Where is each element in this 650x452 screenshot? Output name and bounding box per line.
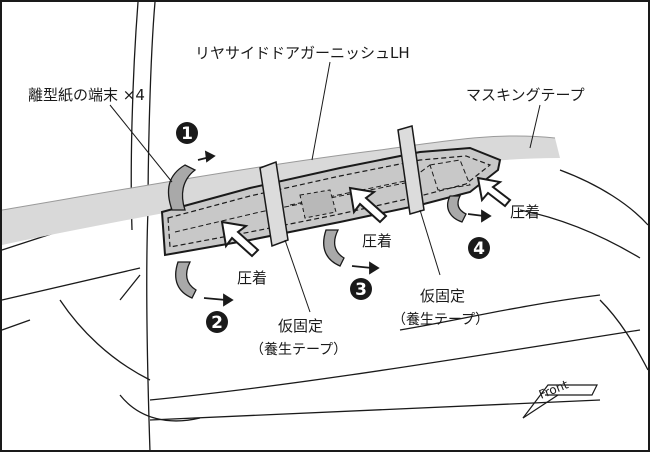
leader-masking-tape — [529, 104, 541, 149]
tab-lower-left — [175, 261, 197, 299]
sill-line — [149, 399, 601, 421]
front-arrow-outline — [522, 384, 598, 419]
body-crease — [399, 294, 601, 331]
window-corner — [119, 274, 141, 301]
press-arrow-middle — [348, 186, 388, 224]
step-badges: 1 2 3 4 — [176, 122, 490, 333]
label-press-3: 圧着 — [510, 203, 540, 221]
label-release-paper-ends: 離型紙の端末 ×4 — [28, 86, 145, 104]
label-temp-fix-2-line2: （養生テープ） — [392, 311, 489, 328]
garnish-dashed-inner-3 — [429, 159, 471, 191]
window-line-left — [1, 319, 31, 331]
peel-arrow-3 — [351, 265, 373, 269]
temp-tapes — [259, 125, 425, 248]
leader-temp-fix-2 — [419, 209, 441, 276]
label-temp-fix-1-line2: （養生テープ） — [250, 341, 347, 358]
window-line-lower — [1, 267, 141, 301]
step-4-number: 4 — [473, 239, 485, 259]
step-4-badge — [468, 237, 490, 259]
quarter-line — [559, 169, 649, 226]
step-2-badge — [206, 311, 228, 333]
leader-garnish — [311, 61, 331, 161]
temp-tape-2 — [397, 125, 425, 215]
tab-upper-left — [167, 164, 197, 211]
rear-wheel-arch — [599, 299, 649, 371]
temp-tape-1 — [259, 160, 289, 248]
label-press-1: 圧着 — [237, 269, 267, 287]
peel-arrows — [197, 150, 492, 307]
door-curve — [59, 299, 151, 381]
step-2-number: 2 — [211, 313, 223, 333]
door-corner — [119, 394, 201, 422]
tab-lower-middle — [323, 229, 345, 267]
label-press-2: 圧着 — [362, 232, 392, 250]
quarter-line-2 — [519, 209, 641, 259]
peel-arrow-2 — [203, 297, 227, 301]
step-1-number: 1 — [181, 124, 193, 144]
step-1-badge — [176, 122, 198, 144]
label-garnish-name: リヤサイドドアガーニッシュLH — [195, 44, 410, 62]
leader-temp-fix-1 — [284, 239, 311, 313]
peel-arrowhead-4 — [481, 209, 492, 223]
garnish-dashed-inner-4 — [299, 189, 337, 219]
tab-lower-right — [447, 195, 467, 223]
front-arrow-diagonal — [522, 394, 559, 419]
label-temp-fix-1-line1: 仮固定 — [278, 317, 323, 335]
step-3-badge — [350, 278, 372, 300]
peel-arrowhead-3 — [369, 261, 380, 275]
peel-arrowhead-2 — [223, 293, 234, 307]
rocker-line — [149, 329, 641, 401]
masking-tape-edge — [1, 135, 556, 211]
garnish-dashed-inner-1 — [174, 181, 411, 233]
press-arrow-left — [220, 220, 260, 258]
press-arrow-right — [476, 176, 512, 208]
front-indicator: Front — [522, 377, 598, 419]
label-temp-fix-2-line1: 仮固定 — [420, 287, 465, 305]
press-arrows — [220, 176, 512, 258]
b-pillar-line — [146, 1, 156, 452]
leader-lines — [109, 61, 541, 313]
leader-release-paper — [109, 104, 173, 183]
peel-arrowhead-1 — [204, 150, 216, 163]
release-paper-tabs — [167, 164, 467, 299]
step-3-number: 3 — [355, 280, 367, 300]
label-masking-tape: マスキングテープ — [466, 86, 585, 104]
